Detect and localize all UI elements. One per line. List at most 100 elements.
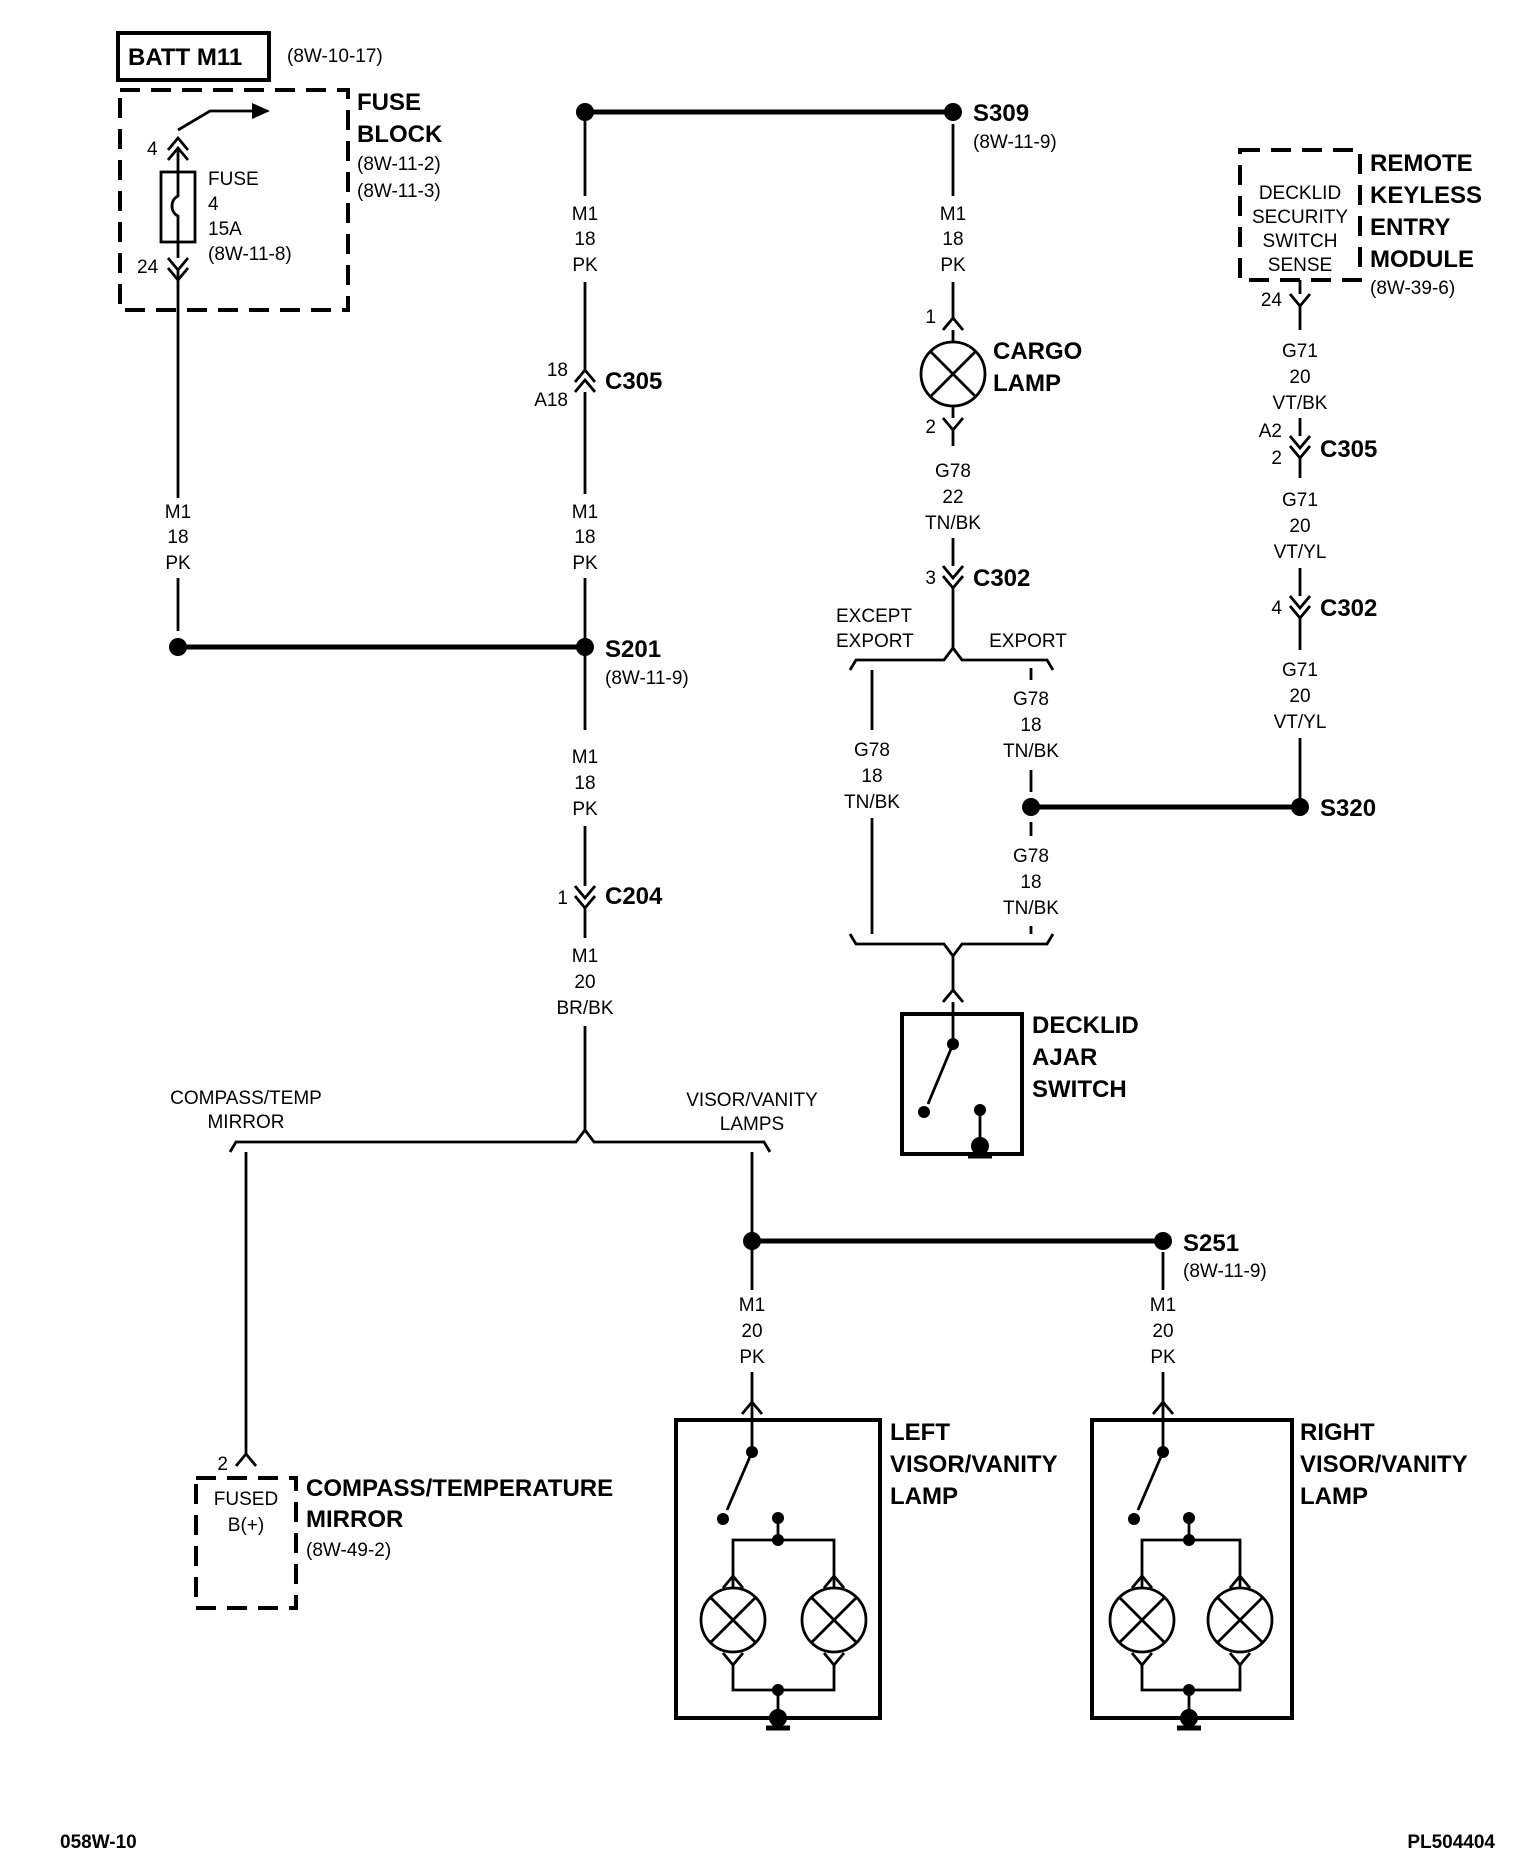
wire-label-export-1: G78 18 TN/BK bbox=[1003, 689, 1059, 762]
c302-center-label: C302 bbox=[973, 565, 1030, 592]
wire-label-except-export: G78 18 TN/BK bbox=[844, 740, 900, 813]
svg-text:20: 20 bbox=[1289, 367, 1310, 388]
wire-label-center-4: M1 20 BR/BK bbox=[556, 946, 613, 1019]
remote-keyless-entry-module: DECKLID SECURITY SWITCH SENSE REMOTE KEY… bbox=[1238, 148, 1482, 299]
wire-label-right-visor: M1 20 PK bbox=[1150, 1295, 1176, 1368]
cargo-pin-1-connector-icon bbox=[941, 315, 965, 331]
svg-text:G71: G71 bbox=[1282, 660, 1318, 681]
fuse-block-outline bbox=[118, 88, 350, 312]
svg-text:M1: M1 bbox=[572, 204, 598, 225]
batt-m11-label: BATT M11 bbox=[128, 44, 242, 71]
svg-text:20: 20 bbox=[574, 972, 595, 993]
svg-text:18: 18 bbox=[574, 527, 595, 548]
svg-text:G78: G78 bbox=[935, 461, 971, 482]
svg-text:2: 2 bbox=[1271, 448, 1282, 469]
svg-text:3: 3 bbox=[925, 568, 936, 589]
right-visor-bulb-1-icon bbox=[1108, 1586, 1176, 1654]
svg-text:20: 20 bbox=[1289, 516, 1310, 537]
wire-label-center-2: M1 18 PK bbox=[572, 502, 598, 574]
svg-text:DECKLID: DECKLID bbox=[1259, 183, 1341, 204]
svg-text:4: 4 bbox=[1271, 598, 1282, 619]
batt-m11-box bbox=[116, 31, 271, 82]
splice-s251-ref: (8W-11-9) bbox=[1183, 1261, 1267, 1282]
footer-left-code: 058W-10 bbox=[60, 1832, 137, 1853]
wire-label-export-2: G78 18 TN/BK bbox=[1003, 846, 1059, 919]
svg-text:24: 24 bbox=[1261, 290, 1283, 311]
svg-text:18: 18 bbox=[1020, 872, 1041, 893]
rke-ref: (8W-39-6) bbox=[1370, 278, 1455, 299]
splice-s309-dot bbox=[944, 103, 962, 121]
splice-s309-ref: (8W-11-9) bbox=[973, 132, 1057, 153]
svg-text:SWITCH: SWITCH bbox=[1263, 231, 1338, 252]
c305-right-connector-icon bbox=[1288, 435, 1312, 461]
svg-text:VT/BK: VT/BK bbox=[1273, 393, 1328, 414]
svg-text:18: 18 bbox=[167, 527, 188, 548]
fuse-text-2: 4 bbox=[208, 194, 219, 215]
svg-text:18: 18 bbox=[1020, 715, 1041, 736]
svg-text:M1: M1 bbox=[572, 502, 598, 523]
svg-text:EXCEPT: EXCEPT bbox=[836, 606, 912, 627]
rke-label-1: REMOTE bbox=[1370, 150, 1473, 177]
left-visor-label-2: VISOR/VANITY bbox=[890, 1451, 1058, 1478]
fuse-output-arrow-line bbox=[177, 109, 255, 132]
c302-right-label: C302 bbox=[1320, 595, 1377, 622]
splice-s309-label: S309 bbox=[973, 100, 1029, 127]
wire-label-rke-1: G71 20 VT/BK bbox=[1273, 341, 1328, 414]
branch-bracket-center bbox=[228, 1127, 772, 1153]
splice-s201-label: S201 bbox=[605, 636, 661, 663]
cargo-lamp: CARGO LAMP bbox=[919, 338, 1082, 408]
svg-text:VT/YL: VT/YL bbox=[1274, 712, 1327, 733]
branch-bracket-export bbox=[848, 645, 1055, 671]
svg-text:BR/BK: BR/BK bbox=[556, 998, 613, 1019]
wire-label-center-1: M1 18 PK bbox=[572, 204, 598, 276]
right-visor-lamp: RIGHT VISOR/VANITY LAMP bbox=[1090, 1402, 1468, 1731]
svg-text:M1: M1 bbox=[572, 747, 598, 768]
svg-text:1: 1 bbox=[925, 307, 936, 328]
decklid-switch-icon bbox=[926, 1043, 955, 1105]
c305-right-label: C305 bbox=[1320, 436, 1377, 463]
svg-text:G71: G71 bbox=[1282, 341, 1318, 362]
batt-m11-ref: (8W-10-17) bbox=[287, 46, 383, 67]
splice-s201-ref: (8W-11-9) bbox=[605, 668, 689, 689]
svg-text:FUSED: FUSED bbox=[214, 1489, 278, 1510]
wire-label-cargo-c302: G78 22 TN/BK bbox=[925, 461, 981, 534]
svg-text:M1: M1 bbox=[165, 502, 191, 523]
wire-label-s309-cargo: M1 18 PK bbox=[940, 204, 966, 276]
svg-text:SECURITY: SECURITY bbox=[1252, 207, 1348, 228]
fuse-block-label-1: FUSE bbox=[357, 89, 421, 116]
left-visor-label-3: LAMP bbox=[890, 1483, 958, 1510]
svg-text:M1: M1 bbox=[739, 1295, 765, 1316]
cargo-lamp-label-1: CARGO bbox=[993, 338, 1082, 365]
c305-left-label: C305 bbox=[605, 368, 662, 395]
fuse-text-1: FUSE bbox=[208, 169, 259, 190]
fuse-pin-24: 24 bbox=[137, 257, 159, 278]
fuse-text-4: (8W-11-8) bbox=[208, 244, 292, 265]
svg-text:SENSE: SENSE bbox=[1268, 255, 1332, 276]
splice-s251-dot bbox=[1154, 1232, 1172, 1250]
fuse-text-3: 15A bbox=[208, 219, 242, 240]
splice-s320-label: S320 bbox=[1320, 795, 1376, 822]
left-visor-switch-icon bbox=[725, 1451, 754, 1511]
svg-text:G71: G71 bbox=[1282, 490, 1318, 511]
c302-center-connector-icon bbox=[941, 565, 965, 591]
svg-text:G78: G78 bbox=[1013, 689, 1049, 710]
rke-pin-24-connector-icon bbox=[1288, 293, 1312, 309]
svg-text:VT/YL: VT/YL bbox=[1274, 542, 1327, 563]
left-visor-label-1: LEFT bbox=[890, 1419, 950, 1446]
splice-s251-label: S251 bbox=[1183, 1230, 1239, 1257]
c305-left-connector-icon bbox=[573, 367, 597, 393]
footer-right-code: PL504404 bbox=[1407, 1832, 1495, 1853]
svg-text:EXPORT: EXPORT bbox=[989, 631, 1067, 652]
wire-label-rke-2: G71 20 VT/YL bbox=[1274, 490, 1327, 563]
svg-text:20: 20 bbox=[1152, 1321, 1173, 1342]
right-visor-label-1: RIGHT bbox=[1300, 1419, 1375, 1446]
svg-text:TN/BK: TN/BK bbox=[1003, 898, 1059, 919]
svg-text:PK: PK bbox=[739, 1347, 765, 1368]
svg-text:2: 2 bbox=[925, 417, 936, 438]
svg-text:20: 20 bbox=[1289, 686, 1310, 707]
svg-text:18: 18 bbox=[574, 773, 595, 794]
rke-label-4: MODULE bbox=[1370, 246, 1474, 273]
wire-label-rke-3: G71 20 VT/YL bbox=[1274, 660, 1327, 733]
rke-label-3: ENTRY bbox=[1370, 214, 1450, 241]
